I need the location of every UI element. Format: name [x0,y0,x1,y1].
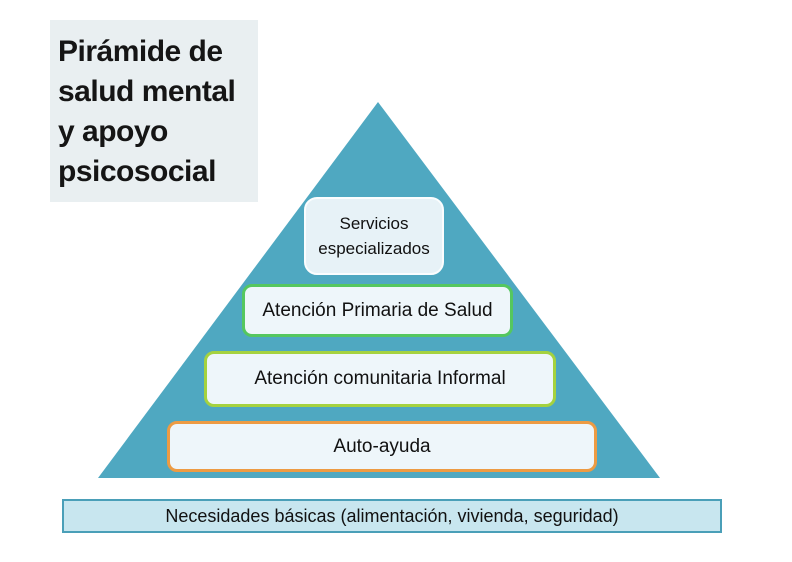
pyramid-level-label: Auto-ayuda [333,435,431,457]
title-line: salud mental [58,75,236,108]
title-line: Pirámide de [58,35,223,68]
title-line: y apoyo [58,115,168,148]
pyramid-level-label: Atención Primaria de Salud [262,299,493,321]
pyramid-level-label: Atención comunitaria Informal [254,368,506,389]
base-needs-bar: Necesidades básicas (alimentación, vivie… [62,499,722,533]
title-line: psicosocial [58,155,216,188]
pyramid-level-auto-ayuda: Auto-ayuda [167,421,597,472]
pyramid-level-atencion-primaria-de-salud: Atención Primaria de Salud [242,284,513,337]
base-needs-label: Necesidades básicas (alimentación, vivie… [165,505,619,526]
pyramid-level-servicios-especializados: Servicios especializados [304,197,444,275]
pyramid-level-label: Servicios especializados [318,214,430,258]
title-box: Pirámide de salud mental y apoyo psicoso… [50,20,258,202]
pyramid-level-atencion-comunitaria-informal: Atención comunitaria Informal [204,351,556,407]
